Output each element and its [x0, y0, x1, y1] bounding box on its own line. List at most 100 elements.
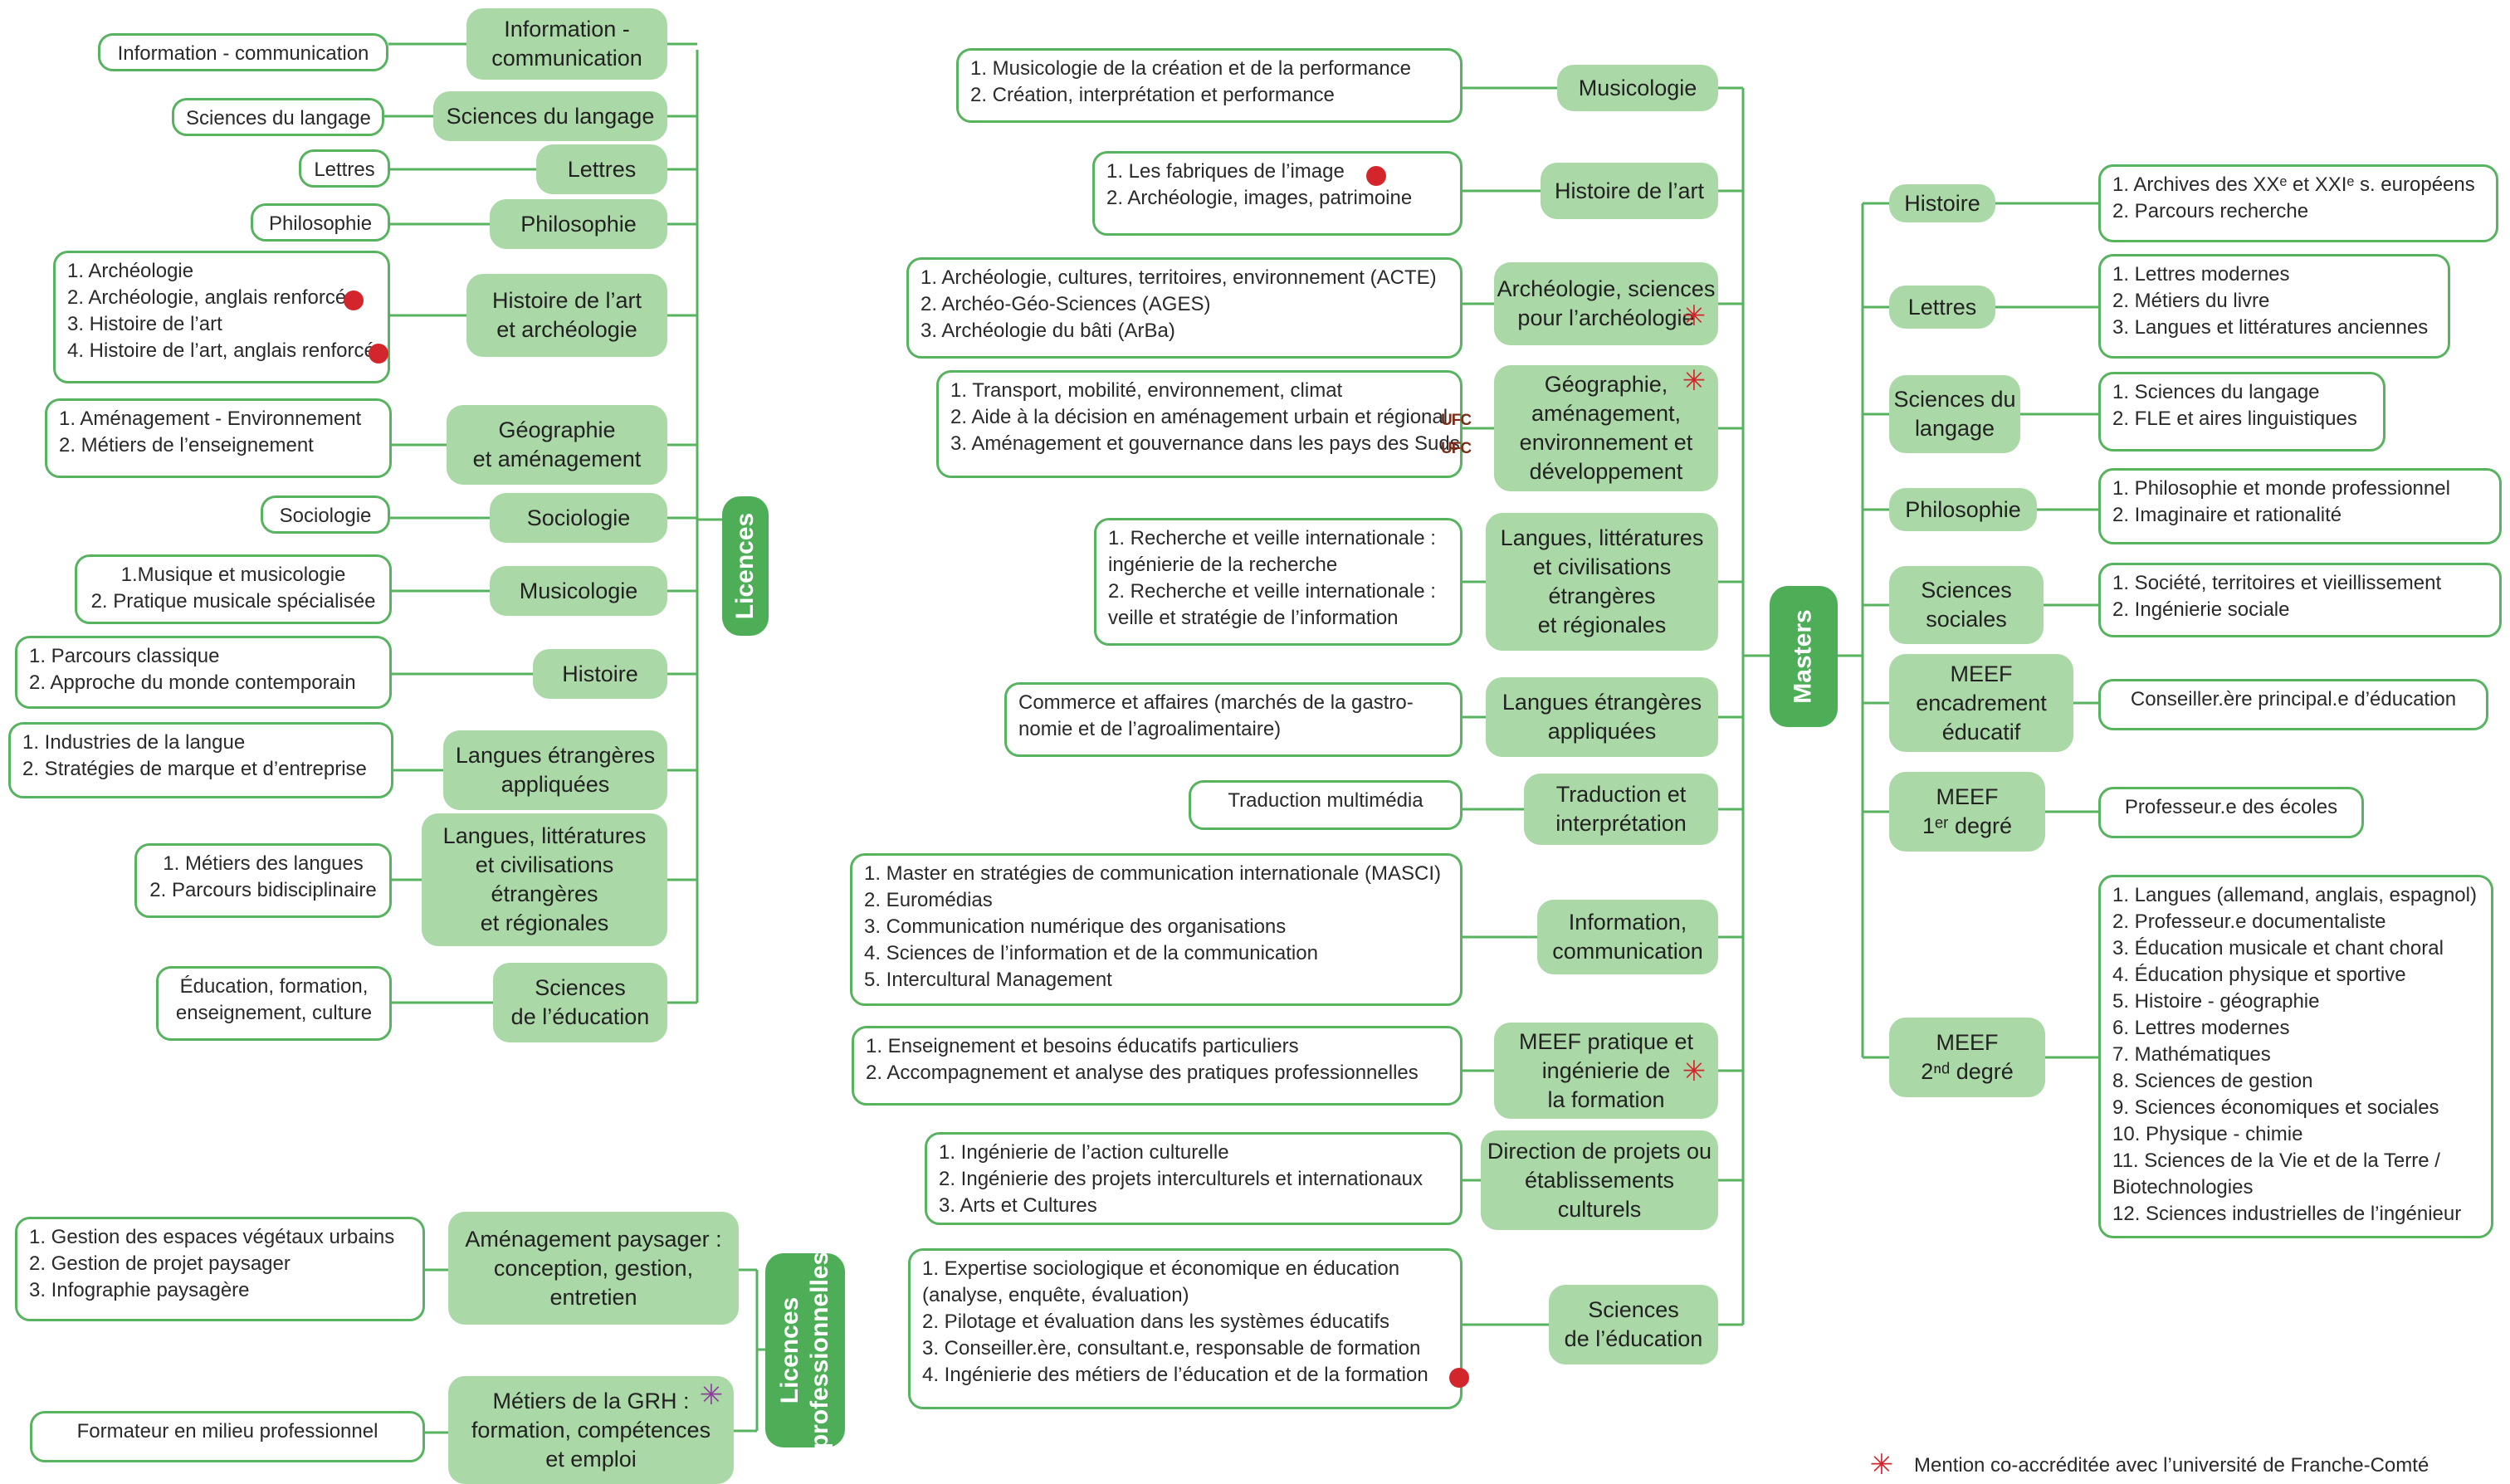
- asterisk-icon: ✳: [1682, 365, 1707, 397]
- text-line: 2. Création, interprétation et performan…: [970, 84, 1335, 106]
- text-line: veille et stratégie de l’information: [1108, 607, 1399, 629]
- text-line: 1. Archéologie: [67, 260, 194, 282]
- text-line: Histoire: [1904, 190, 1980, 216]
- licence-mention: Sciences du langage: [433, 91, 667, 141]
- text-line: 3. Infographie paysagère: [29, 1279, 250, 1301]
- text-line: 2. Métiers du livre: [2112, 290, 2270, 312]
- licence-mention: Sciences de l’éducation: [493, 963, 667, 1042]
- text-line: 2. Parcours bidisciplinaire: [149, 879, 377, 901]
- text-line: et aménagement: [472, 447, 642, 471]
- text-line: Histoire: [562, 661, 638, 686]
- text-line: pour l’archéologie: [1517, 305, 1695, 330]
- text-line: 3. Éducation musicale et chant choral: [2112, 937, 2444, 959]
- text-line: 2. Pratique musicale spécialisée: [90, 590, 376, 613]
- text-line: langage: [1914, 416, 1995, 441]
- text-line: MEEF: [1950, 661, 2013, 686]
- text-line: 2. Approche du monde contemporain: [29, 671, 356, 694]
- text-line: 2. Ingénierie des projets interculturels…: [939, 1168, 1423, 1190]
- text-line: nomie et de l’agroalimentaire): [1018, 718, 1282, 740]
- text-line: 1. Gestion des espaces végétaux urbains: [29, 1226, 395, 1248]
- text-line: Sciences du langage: [446, 103, 655, 129]
- text-line: 2. Stratégies de marque et d’entreprise: [22, 758, 367, 780]
- text-line: Sciences: [535, 975, 626, 1000]
- text-line: 2. Recherche et veille internationale :: [1108, 580, 1436, 603]
- text-line: de l’éducation: [510, 1004, 650, 1029]
- text-line: et archéologie: [496, 317, 637, 342]
- text-line: Philosophie: [520, 211, 637, 237]
- text-line: Commerce et affaires (marchés de la gast…: [1018, 691, 1414, 714]
- master-mention: Philosophie: [1889, 488, 2037, 531]
- text-line: Biotechnologies: [2112, 1176, 2254, 1198]
- text-line: 2. Archéologie, images, patrimoine: [1106, 187, 1413, 209]
- text-line: 2. Ingénierie sociale: [2112, 598, 2290, 621]
- text-line: ingénierie de la recherche: [1108, 554, 1338, 576]
- text-line: Géographie: [498, 417, 616, 442]
- text-line: encadrement: [1916, 690, 2047, 715]
- category-label: Masters: [1790, 609, 1817, 704]
- master-mention: Histoire de l’art: [1541, 163, 1718, 219]
- text-line: 2. Professeur.e documentaliste: [2112, 910, 2386, 933]
- master-parcours-box: Traduction multimédia: [1189, 780, 1463, 830]
- text-line: 4. Histoire de l’art, anglais renforcé: [67, 339, 375, 362]
- text-line: Information -: [504, 17, 630, 41]
- text-line: Langues étrangères: [1502, 690, 1702, 715]
- ufc-logo-icon: UFC: [1441, 440, 1472, 457]
- text-line: 2. Gestion de projet paysager: [29, 1252, 291, 1275]
- text-line: Musicologie: [519, 578, 638, 603]
- text-line: 1. Recherche et veille internationale :: [1108, 527, 1436, 549]
- text-line: 8. Sciences de gestion: [2112, 1070, 2313, 1092]
- text-line: et régionales: [1537, 613, 1667, 637]
- text-line: 1. Langues (allemand, anglais, espagnol): [2112, 884, 2477, 906]
- licence-mention: Lettres: [536, 144, 667, 194]
- text-line: 2. Accompagnement et analyse des pratiqu…: [866, 1062, 1419, 1084]
- licence-parcours-box: Sciences du langage: [172, 98, 384, 136]
- text-line: appliquées: [501, 772, 610, 797]
- master-parcours-box: 1. Musicologie de la création et de la p…: [956, 48, 1463, 123]
- legend-star-icon: ✳: [1869, 1449, 1894, 1481]
- text-line: 4. Sciences de l’information et de la co…: [864, 942, 1318, 964]
- licence-pro-parcours-box: Formateur en milieu professionnel: [30, 1411, 425, 1462]
- master-mention: Sciences du langage: [1889, 375, 2020, 453]
- text-line: entretien: [549, 1284, 637, 1310]
- text-line: et civilisations: [475, 852, 614, 877]
- text-line: sociales: [1926, 607, 2007, 632]
- legend-text: Mention co-accréditée avec l’université …: [1914, 1454, 2429, 1477]
- licence-pro-mention: Métiers de la GRH :formation, compétence…: [448, 1376, 734, 1484]
- red-dot-icon: [1366, 166, 1386, 186]
- text-line: Métiers de la GRH :: [492, 1388, 690, 1413]
- text-line: 10. Physique - chimie: [2112, 1123, 2303, 1145]
- licence-pro-parcours-box: 1. Gestion des espaces végétaux urbains 2…: [15, 1217, 425, 1321]
- text-line: 5. Histoire - géographie: [2112, 990, 2320, 1013]
- text-line: Histoire de l’art: [1554, 178, 1705, 203]
- text-line: 1. Métiers des langues: [163, 852, 364, 875]
- licence-parcours-box: Philosophie: [251, 203, 390, 242]
- text-line: Aménagement paysager :: [465, 1226, 722, 1252]
- text-line: communication: [1552, 939, 1703, 964]
- text-line: de l’éducation: [1564, 1326, 1703, 1351]
- text-line: 3. Communication numérique des organisat…: [864, 915, 1287, 938]
- text-line: 2. FLE et aires linguistiques: [2112, 408, 2357, 430]
- licence-parcours-box: Sociologie: [261, 495, 390, 534]
- text-line: Sciences du: [1893, 387, 2016, 412]
- text-line: culturels: [1557, 1196, 1642, 1222]
- master-mention: Archéologie, sciences pour l’archéologie: [1494, 262, 1718, 345]
- text-line: Lettres: [1907, 294, 1977, 320]
- text-line: 1. Expertise sociologique et économique …: [922, 1257, 1400, 1280]
- text-line: 4. Ingénierie des métiers de l’éducation…: [922, 1364, 1428, 1386]
- red-dot-icon: [369, 344, 388, 364]
- text-line: Traduction multimédia: [1228, 789, 1423, 812]
- text-line: 3. Conseiller.ère, consultant.e, respons…: [922, 1337, 1421, 1360]
- text-line: 3. Histoire de l’art: [67, 313, 222, 335]
- text-line: Archéologie, sciences: [1497, 276, 1716, 301]
- text-line: Information - communication: [117, 42, 369, 65]
